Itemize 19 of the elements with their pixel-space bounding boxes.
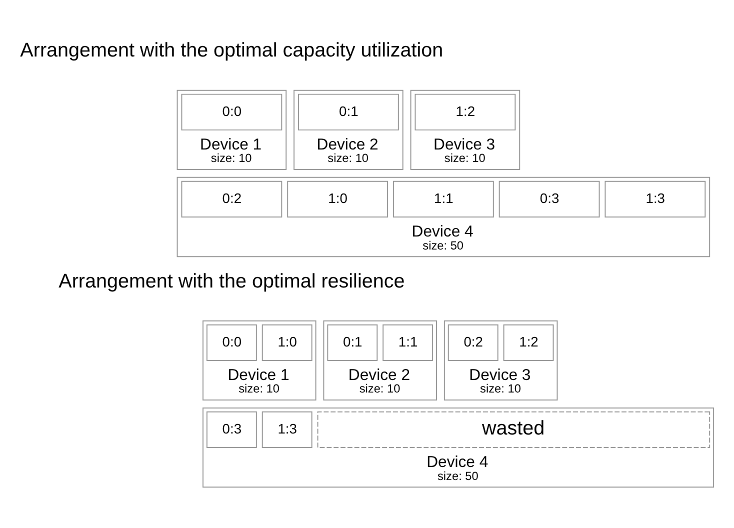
node-box: 1:3 bbox=[262, 410, 312, 448]
node-box: 0:0 bbox=[206, 324, 257, 360]
node-box: 1:2 bbox=[414, 93, 516, 130]
node-box: 1:2 bbox=[503, 324, 554, 360]
node-box: wasted bbox=[317, 410, 710, 448]
node-box: 0:1 bbox=[298, 93, 399, 130]
node-box: 1:3 bbox=[604, 180, 706, 217]
label: Arrangement with the optimal resilience bbox=[58, 270, 405, 292]
node-box: 1:0 bbox=[262, 324, 312, 360]
node-box: 0:0 bbox=[181, 93, 282, 130]
node-box: 0:1 bbox=[327, 324, 378, 360]
node-box: 0:2 bbox=[181, 180, 282, 217]
label: Arrangement with the optimal capacity utilization bbox=[20, 39, 444, 62]
node-box: 1:1 bbox=[382, 324, 434, 360]
node-box: 0:3 bbox=[498, 180, 600, 217]
node-box: 0:3 bbox=[206, 410, 257, 448]
node-box: 0:2 bbox=[448, 324, 498, 360]
node-box: 1:0 bbox=[287, 180, 388, 217]
node-box: 1:1 bbox=[392, 180, 494, 217]
